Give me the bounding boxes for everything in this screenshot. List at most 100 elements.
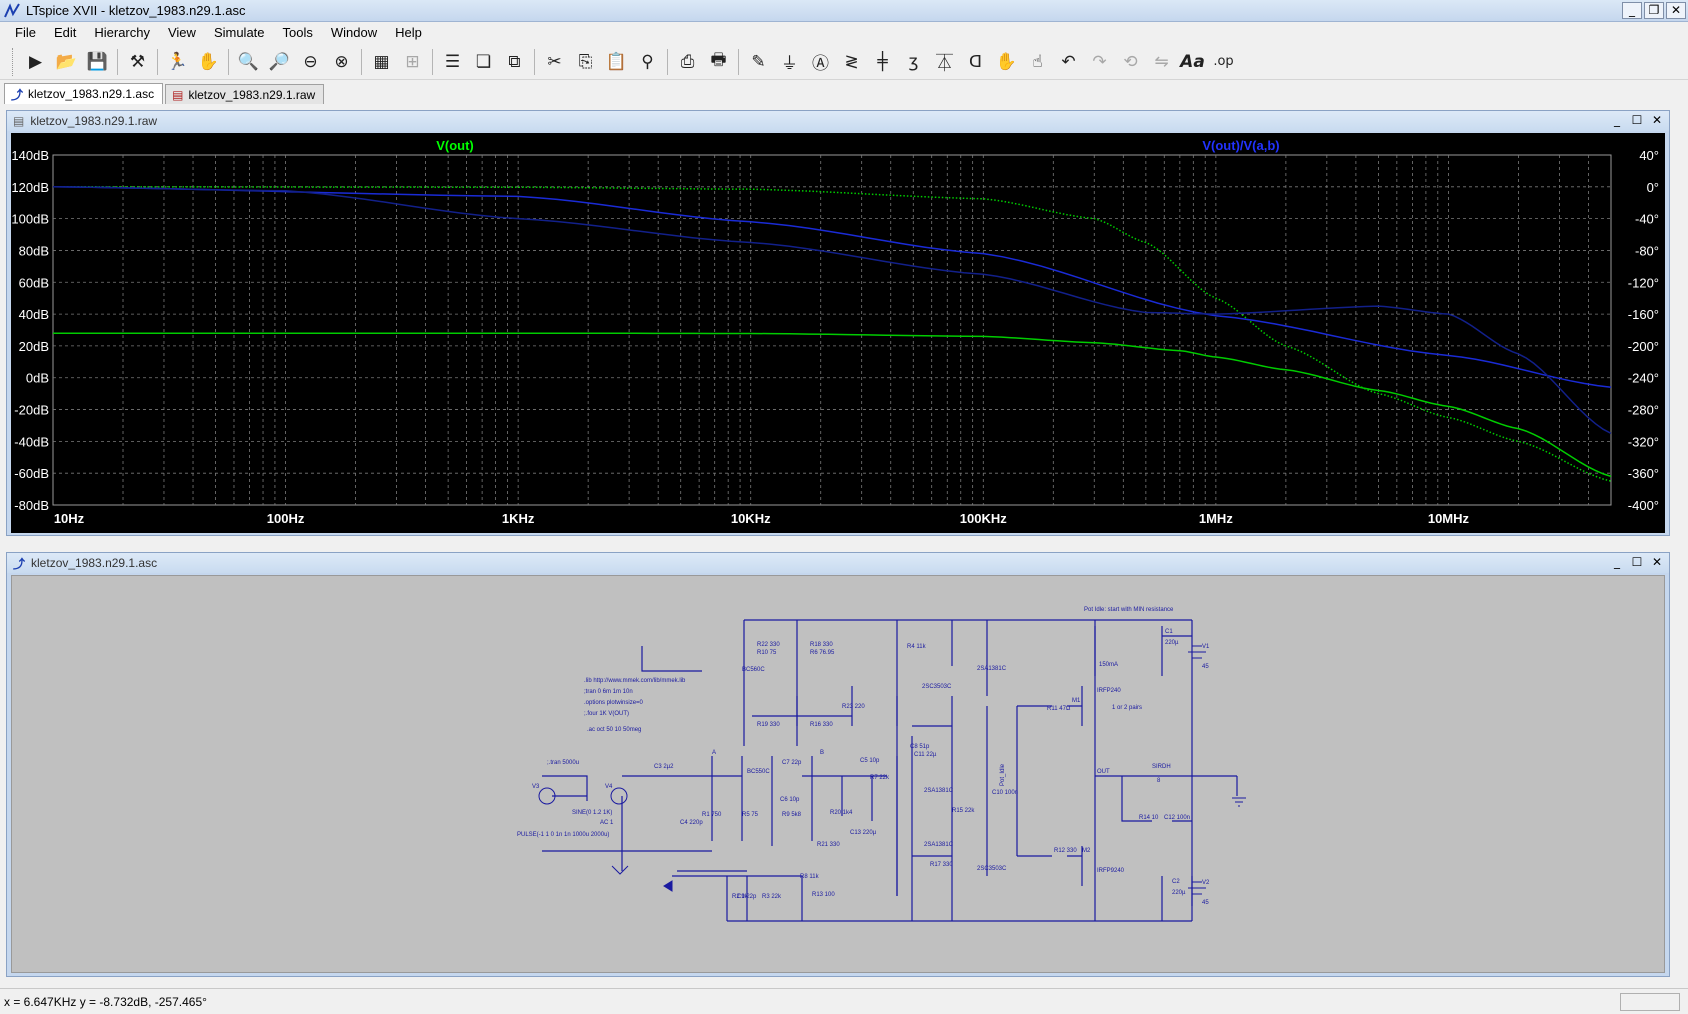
maximize-button[interactable]: ☐ xyxy=(1631,555,1643,569)
mirror-icon[interactable]: ⇋ xyxy=(1154,51,1169,72)
minimize-button[interactable]: _ xyxy=(1622,2,1642,19)
inductor-icon[interactable]: ʒ xyxy=(908,51,919,72)
component-value-label[interactable]: R15 22k xyxy=(952,808,975,814)
halt-icon[interactable]: 🏃 xyxy=(166,51,189,72)
rotate-icon[interactable]: ⟲ xyxy=(1123,51,1138,72)
pan-icon[interactable]: ✋ xyxy=(197,51,220,72)
undo-icon[interactable]: ↶ xyxy=(1061,51,1076,72)
component-value-label[interactable]: R3 22k xyxy=(762,894,782,900)
component-value-label[interactable]: C8 51p xyxy=(910,744,930,750)
component-value-label[interactable]: R21 330 xyxy=(817,842,840,848)
print-setup-icon[interactable]: 🖶 xyxy=(710,50,727,70)
tile-horizontal-icon[interactable]: ☰ xyxy=(444,51,461,72)
paste-icon[interactable]: 📋 xyxy=(605,51,628,72)
cascade-icon[interactable]: ❏ xyxy=(475,51,492,72)
maximize-button[interactable]: ☐ xyxy=(1631,113,1643,127)
diode-icon[interactable]: ⏄ xyxy=(936,54,953,74)
component-value-label[interactable]: R5 75 xyxy=(742,812,759,818)
restore-button[interactable]: ❐ xyxy=(1644,2,1664,19)
zoom-in-icon[interactable]: 🔍 xyxy=(237,51,260,72)
component-value-label[interactable]: R23 220 xyxy=(842,704,865,710)
text-icon[interactable]: Aa xyxy=(1180,51,1205,72)
component-value-label[interactable]: R6 76.95 xyxy=(810,650,835,656)
menu-edit[interactable]: Edit xyxy=(53,24,77,40)
menu-window[interactable]: Window xyxy=(330,24,378,40)
tile-vertical-icon[interactable]: ⧉ xyxy=(508,51,521,72)
redo-icon[interactable]: ↷ xyxy=(1092,51,1107,72)
schematic-window-titlebar[interactable]: ⤴ kletzov_1983.n29.1.asc xyxy=(7,553,1669,573)
directive-four[interactable]: ;.four 1K V(OUT) xyxy=(584,711,629,717)
component-value-label[interactable]: R17 330 xyxy=(930,862,953,868)
component-value-label[interactable]: R13 100 xyxy=(812,892,835,898)
autorange-icon[interactable]: ▦ xyxy=(373,51,390,72)
drag-icon[interactable]: ☝ xyxy=(1032,51,1043,72)
zoom-cancel-icon[interactable]: ⊗ xyxy=(334,51,349,72)
component-value-label[interactable]: C11 22µ xyxy=(914,752,937,758)
component-value-label[interactable]: R4 11k xyxy=(907,644,927,650)
control-panel-icon[interactable]: ⚒ xyxy=(129,51,146,72)
run-icon[interactable]: ▶ xyxy=(28,51,43,72)
directive-options[interactable]: .options plotwinsize=0 xyxy=(584,700,644,706)
component-value-label[interactable]: C6 10p xyxy=(780,797,800,803)
trace-label-vout[interactable]: V(out) xyxy=(436,138,474,153)
bode-plot[interactable]: V(out) V(out)/V(a,b) 140dB120dB100dB80dB… xyxy=(11,133,1665,533)
capacitor-icon[interactable]: ╪ xyxy=(877,51,888,72)
close-button[interactable]: ✕ xyxy=(1651,555,1663,569)
draw-wire-icon[interactable]: ✎ xyxy=(751,51,766,72)
schematic-drawing[interactable]: .lib http://www.mmek.com/lib/mmek.lib ;t… xyxy=(12,576,1666,974)
cut-icon[interactable]: ✂ xyxy=(547,51,562,72)
menu-simulate[interactable]: Simulate xyxy=(213,24,265,40)
component-value-label[interactable]: C7 22p xyxy=(782,760,802,766)
component-value-label[interactable]: R9 5k8 xyxy=(782,812,802,818)
menu-file[interactable]: File xyxy=(15,24,36,40)
toolbar-grip[interactable] xyxy=(12,47,16,76)
label-net-icon[interactable]: Ⓐ xyxy=(812,54,829,74)
component-value-label[interactable]: C4 220p xyxy=(680,820,703,826)
minimize-button[interactable]: _ xyxy=(1614,555,1620,569)
component-value-label[interactable]: C10 100n xyxy=(992,790,1018,796)
trace-label-vout-vab[interactable]: V(out)/V(a,b) xyxy=(1202,138,1279,153)
component-value-label[interactable]: R18 330 xyxy=(810,642,833,648)
tab-waveform[interactable]: ▤ kletzov_1983.n29.1.raw xyxy=(165,84,325,104)
component-value-label[interactable]: R16 330 xyxy=(810,722,833,728)
tab-schematic[interactable]: ⤴ kletzov_1983.n29.1.asc xyxy=(4,83,164,104)
zoom-fit-icon[interactable]: 🔎 xyxy=(268,51,291,72)
close-button[interactable]: ✕ xyxy=(1666,2,1686,19)
component-value-label[interactable]: R7 22k xyxy=(870,775,890,781)
component-value-label[interactable]: C3 2µ2 xyxy=(654,764,674,770)
spice-directive-icon[interactable]: .op xyxy=(1213,54,1234,69)
component-value-label[interactable]: R22 330 xyxy=(757,642,780,648)
component-value-label[interactable]: C9 22p xyxy=(737,894,757,900)
component-value-label[interactable]: R10 75 xyxy=(757,650,777,656)
component-value-label[interactable]: C13 220µ xyxy=(850,830,877,836)
resistor-icon[interactable]: ≷ xyxy=(844,51,859,72)
component-value-label[interactable]: C12 100n xyxy=(1164,815,1190,821)
ground-icon[interactable]: ⏚ xyxy=(781,54,798,74)
component-icon[interactable]: ᗡ xyxy=(968,51,983,72)
menu-help[interactable]: Help xyxy=(395,24,422,40)
component-value-label[interactable]: R20 1k4 xyxy=(830,810,853,816)
grid-icon[interactable]: ⊞ xyxy=(405,51,420,72)
menu-tools[interactable]: Tools xyxy=(282,24,313,40)
move-icon[interactable]: ✋ xyxy=(995,51,1018,72)
print-icon[interactable]: ⎙ xyxy=(680,51,695,72)
component-value-label[interactable]: R19 330 xyxy=(757,722,780,728)
component-value-label[interactable]: R12 330 xyxy=(1054,848,1077,854)
component-value-label[interactable]: R1 750 xyxy=(702,812,722,818)
directive-tran[interactable]: ;tran 0 6m 1m 10n xyxy=(584,689,633,695)
zoom-out-icon[interactable]: ⊖ xyxy=(303,51,318,72)
open-icon[interactable]: 📂 xyxy=(55,51,78,72)
copy-icon[interactable]: ⎘ xyxy=(578,51,593,72)
save-icon[interactable]: 💾 xyxy=(86,51,109,72)
component-value-label[interactable]: R11 47Ω xyxy=(1047,706,1071,712)
component-value-label[interactable]: C5 10p xyxy=(860,758,880,764)
component-value-label[interactable]: R2 1k xyxy=(732,894,749,900)
component-value-label[interactable]: R14 10 xyxy=(1139,815,1159,821)
component-value-label[interactable]: R8 11k xyxy=(800,874,820,880)
find-icon[interactable]: ⚲ xyxy=(641,51,654,72)
directive-lib[interactable]: .lib http://www.mmek.com/lib/mmek.lib xyxy=(584,678,686,684)
menu-hierarchy[interactable]: Hierarchy xyxy=(94,24,150,40)
close-button[interactable]: ✕ xyxy=(1651,113,1663,127)
schematic-canvas[interactable]: .lib http://www.mmek.com/lib/mmek.lib ;t… xyxy=(11,575,1665,973)
